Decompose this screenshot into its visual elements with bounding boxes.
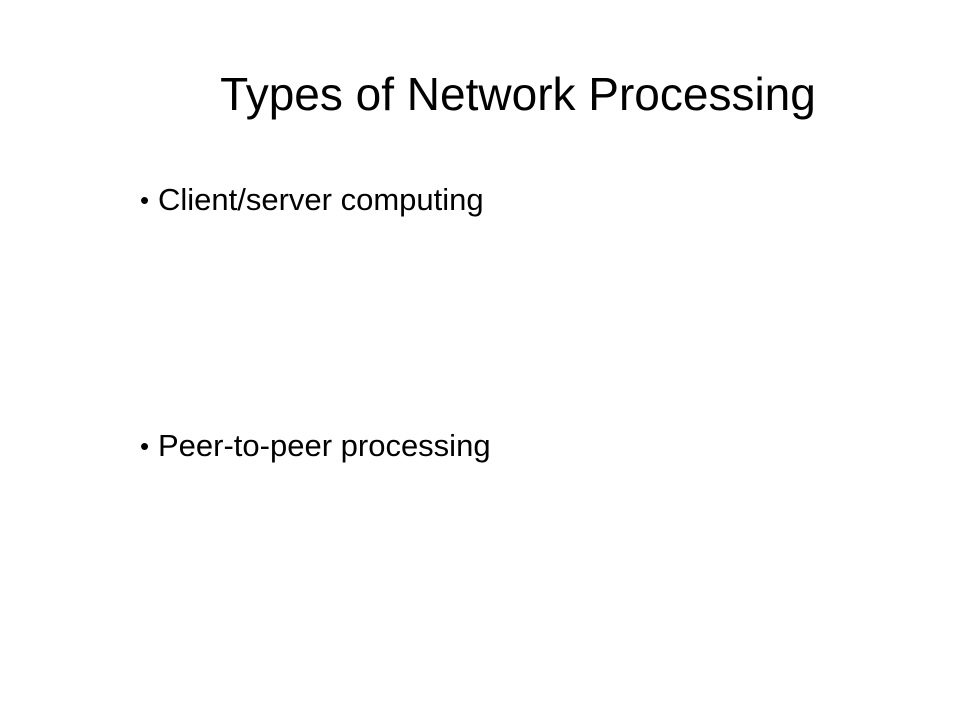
bullet-item-client-server: • Client/server computing bbox=[140, 180, 484, 220]
bullet-marker: • bbox=[140, 185, 150, 215]
bullet-list: • Client/server computing • Peer-to-peer p… bbox=[140, 0, 920, 720]
bullet-marker: • bbox=[140, 431, 150, 461]
slide-title: Types of Network Processing bbox=[220, 68, 816, 120]
bullet-text: Peer-to-peer processing bbox=[158, 428, 491, 463]
bullet-item-peer-to-peer: • Peer-to-peer processing bbox=[140, 426, 491, 466]
bullet-text: Client/server computing bbox=[158, 182, 484, 217]
